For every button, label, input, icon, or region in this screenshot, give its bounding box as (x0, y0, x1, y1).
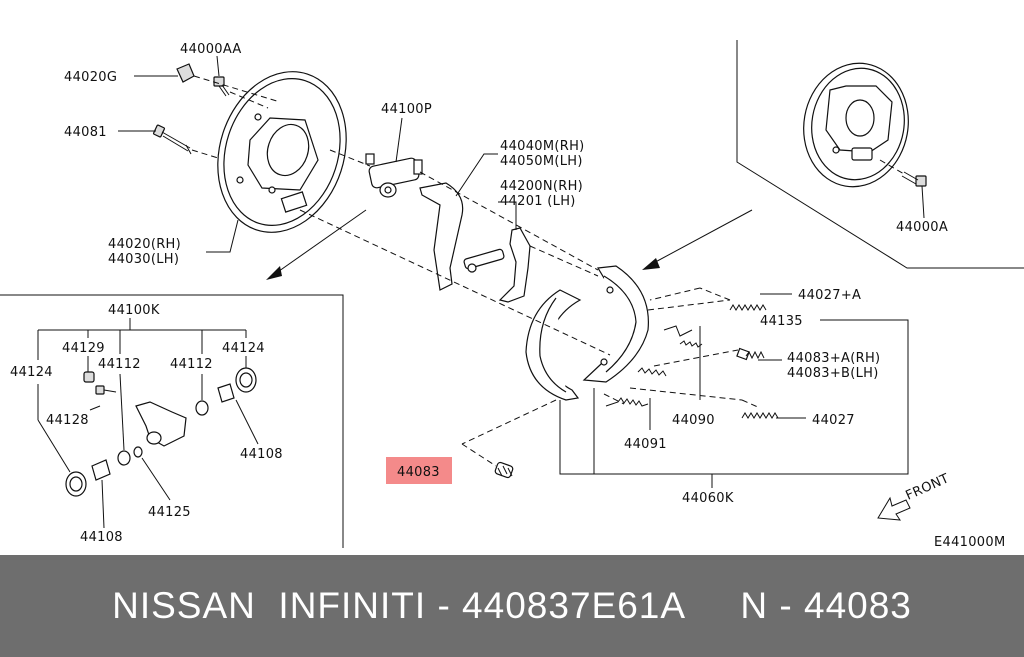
label-44112-left: 44112 (98, 357, 141, 372)
spring-44135 (663, 325, 703, 348)
label-44125: 44125 (148, 505, 191, 520)
label-44000AA: 44000AA (180, 42, 242, 57)
footer-bar: NISSAN INFINITI - 440837E61A N - 44083 (0, 555, 1024, 657)
label-44081: 44081 (64, 125, 107, 140)
label-44083: 44083 (397, 465, 440, 480)
brake-shoe-front (582, 265, 649, 383)
adjuster-lever-44200N (463, 227, 531, 303)
label-44129: 44129 (62, 341, 105, 356)
shoe-lining-44040M (419, 182, 464, 291)
label-44030: 44030(LH) (108, 252, 179, 267)
label-44027A: 44027+A (798, 288, 861, 303)
label-44201: 44201 (LH) (500, 194, 576, 209)
label-44020: 44020(RH) (108, 237, 181, 252)
label-front: FRONT (904, 471, 952, 503)
bolt-44000AA (213, 76, 230, 97)
highlight-44083 (386, 457, 452, 484)
label-44090: 44090 (672, 413, 715, 428)
wheel-cylinder-44100P (365, 153, 423, 198)
arrow-left-lower (266, 209, 367, 280)
spring-44090 (637, 367, 667, 377)
label-44050M: 44050M(LH) (500, 154, 583, 169)
label-44135: 44135 (760, 314, 803, 329)
inset-frame-drum (736, 40, 1024, 269)
brake-drum (803, 62, 909, 188)
label-44108-right: 44108 (240, 447, 283, 462)
spring-44027A (729, 304, 767, 311)
label-44027: 44027 (812, 413, 855, 428)
footer-part-number: NISSAN INFINITI - 440837E61A N - 44083 (112, 585, 912, 626)
label-44124-right: 44124 (222, 341, 265, 356)
bolt-44081 (152, 124, 192, 155)
label-44040M: 44040M(RH) (500, 139, 585, 154)
label-44083AB-rh: 44083+A(RH) (787, 351, 880, 366)
inset-frame-wheel-cylinder (0, 294, 344, 548)
parts-diagram: 44000AA 44020G 44081 44100P 44040M(RH) 4… (0, 40, 1024, 550)
backing-plate (217, 71, 347, 233)
label-44060K: 44060K (682, 491, 734, 506)
label-44091: 44091 (624, 437, 667, 452)
label-44124-left: 44124 (10, 365, 53, 380)
label-diagram-code: E441000M (934, 535, 1005, 550)
label-44100K: 44100K (108, 303, 160, 318)
label-44020G: 44020G (64, 70, 117, 85)
front-arrow-icon (877, 496, 911, 521)
spring-44027 (741, 412, 779, 419)
bolt-44000A (901, 171, 927, 187)
label-44108-bottom: 44108 (80, 530, 123, 545)
spring-44083AB (736, 347, 765, 361)
arrow-left-upper (642, 209, 753, 270)
brake-shoe-rear (525, 289, 582, 401)
cap-44020G (176, 63, 195, 83)
label-44083AB-lh: 44083+B(LH) (787, 366, 879, 381)
label-44100P: 44100P (381, 102, 432, 117)
label-44112-right: 44112 (170, 357, 213, 372)
label-44000A: 44000A (896, 220, 948, 235)
kit-parts (65, 367, 257, 497)
leader-lines (37, 55, 925, 529)
label-44200N: 44200N(RH) (500, 179, 583, 194)
spring-44091 (605, 397, 649, 407)
retainer-44083 (494, 461, 514, 479)
label-44128: 44128 (46, 413, 89, 428)
dashed-lines (191, 75, 905, 467)
